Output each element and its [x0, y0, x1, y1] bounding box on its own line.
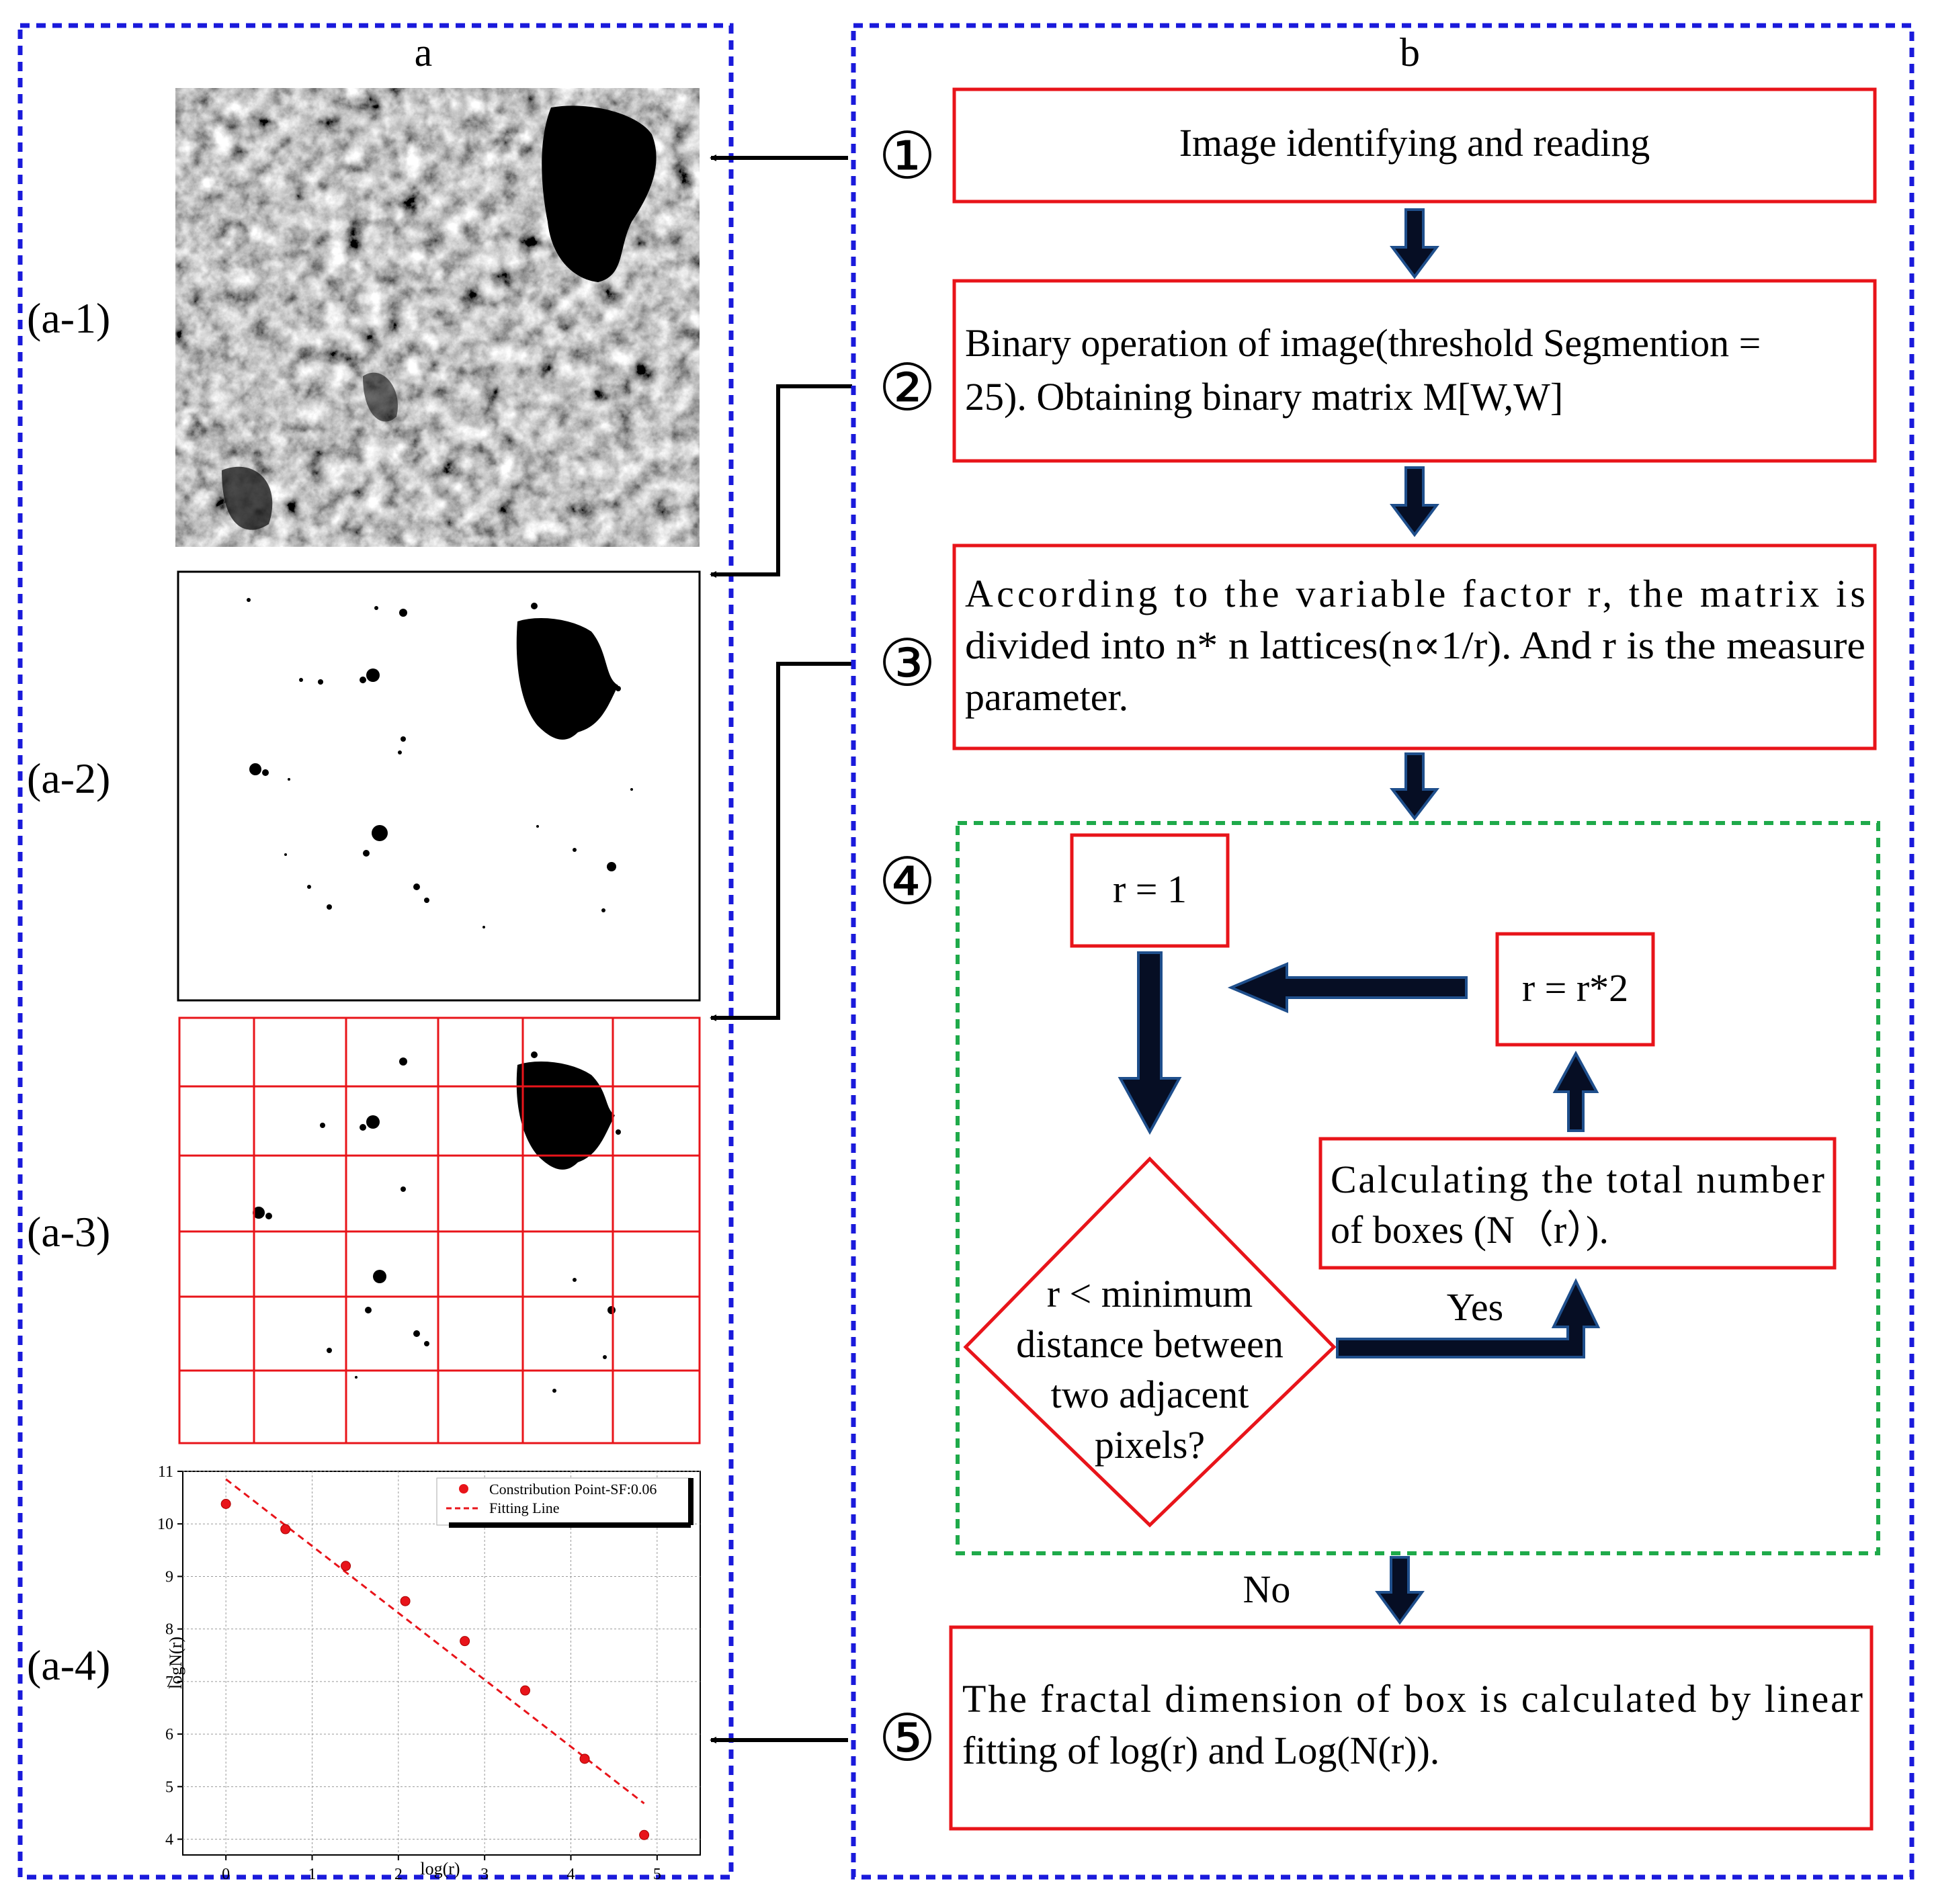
step-3-line-3: parameter. [965, 675, 1128, 719]
x-tick-label-0: 0 [222, 1866, 230, 1883]
arrow-step3-to-a3 [710, 662, 852, 1021]
count-line-2: of boxes (N（r）). [1331, 1208, 1609, 1252]
step-5-box [949, 1625, 1874, 1831]
row-label-a2: (a-2) [27, 754, 110, 802]
y-tick-label-2: 6 [165, 1726, 173, 1743]
step-number-4: ④ [878, 844, 936, 919]
decision-diamond [963, 1156, 1337, 1528]
legend-point-marker [459, 1484, 468, 1494]
count-line-1: Calculating the total number [1331, 1158, 1824, 1201]
step-2-line-2: 25). Obtaining binary matrix M[W,W] [965, 375, 1563, 419]
y-tick-label-7: 11 [158, 1463, 173, 1481]
legend-entry-line: Fitting Line [489, 1500, 560, 1516]
step-number-5: ⑤ [878, 1700, 936, 1776]
chart-y-label: logN(r) [166, 1637, 185, 1689]
step-5-line-1: The fractal dimension of box is calculat… [962, 1677, 1863, 1721]
update-text: r = r*2 [1522, 966, 1628, 1010]
decision-line-4: pixels? [1095, 1423, 1205, 1467]
arrow-down-3-4 [1389, 752, 1440, 821]
init-box [1070, 833, 1230, 948]
data-point-0 [220, 1498, 231, 1509]
count-box [1318, 1137, 1837, 1270]
no-label: No [1243, 1567, 1291, 1611]
update-box [1495, 932, 1655, 1047]
y-tick-label-5: 9 [165, 1568, 173, 1586]
arrow-up-count-update [1552, 1050, 1599, 1132]
arrow-down-2-3 [1390, 466, 1439, 537]
flow-arrows [1118, 208, 1601, 1625]
y-tick-label-4: 8 [165, 1621, 173, 1639]
yes-label: Yes [1447, 1285, 1503, 1329]
arrow-down-4-5 [1375, 1556, 1425, 1625]
decision-line-2: distance between [1016, 1322, 1284, 1366]
data-point-2 [341, 1561, 351, 1571]
data-point-1 [280, 1524, 291, 1534]
arrow-left-update-init [1227, 961, 1468, 1014]
decision-line-3: two adjacent [1051, 1373, 1249, 1416]
chart-y-ticks: 4 5 6 7 8 9 10 11 [157, 1463, 183, 1849]
step-number-3: ③ [878, 625, 936, 701]
step-1-box [952, 87, 1877, 204]
arrow-down-1-2 [1390, 208, 1439, 279]
step-2-line-1: Binary operation of image(threshold Segm… [965, 321, 1761, 365]
panel-a-label: a [415, 30, 433, 75]
step-1-text: Image identifying and reading [1179, 121, 1650, 165]
fitting-line [225, 1478, 645, 1805]
step-3-line-1: According to the variable factor r, the … [965, 572, 1865, 615]
chart-x-ticks: 0 1 2 3 4 5 [222, 1855, 661, 1883]
fractal-chart: 4 5 6 7 8 9 10 11 0 1 2 3 4 5 log(r) logN(r) Constri… [157, 1463, 701, 1883]
arrow-step2-to-a2 [710, 384, 852, 578]
y-tick-label-1: 5 [165, 1778, 173, 1796]
init-text: r = 1 [1113, 867, 1187, 911]
panel-b-label: b [1400, 30, 1420, 75]
chart-points [220, 1498, 650, 1840]
step-number-1: ① [878, 118, 936, 193]
link-arrows [710, 155, 852, 1743]
arrow-yes-to-count [1336, 1278, 1601, 1358]
step-3-box [952, 544, 1877, 750]
y-tick-label-0: 4 [165, 1831, 173, 1849]
x-tick-label-2: 2 [394, 1866, 403, 1883]
data-point-3 [400, 1596, 411, 1606]
row-label-a4: (a-4) [27, 1641, 110, 1689]
step-3-line-2: divided into n* n lattices(n∝1/r). And r… [965, 623, 1865, 667]
x-tick-label-3: 3 [480, 1866, 489, 1883]
step-4-loop-container [956, 821, 1880, 1555]
row-label-a1: (a-1) [27, 294, 110, 342]
chart-legend: Constribution Point-SF:0.06 Fitting Line [436, 1477, 693, 1528]
data-point-7 [639, 1829, 650, 1840]
chart-frame [182, 1471, 701, 1856]
panel-a-border [17, 23, 734, 1880]
lattice-image [178, 1016, 701, 1444]
arrow-down-init-decision [1118, 951, 1182, 1135]
data-point-6 [579, 1754, 590, 1764]
panel-b-border [851, 23, 1915, 1880]
y-tick-label-6: 10 [157, 1516, 173, 1533]
sem-micrograph [175, 88, 700, 547]
decision-line-1: r < minimum [1047, 1272, 1253, 1315]
step-number-2: ② [878, 350, 936, 425]
binary-image [177, 570, 701, 1002]
x-tick-label-1: 1 [308, 1866, 317, 1883]
step-2-box [952, 279, 1877, 463]
x-tick-label-4: 4 [567, 1866, 575, 1883]
y-tick-label-3: 7 [165, 1674, 173, 1691]
legend-entry-points: Constribution Point-SF:0.06 [489, 1481, 657, 1498]
row-label-a3: (a-3) [27, 1208, 110, 1256]
step-5-line-2: fitting of log(r) and Log(N(r)). [962, 1729, 1439, 1772]
x-tick-label-5: 5 [653, 1866, 661, 1883]
chart-x-label: log(r) [420, 1859, 460, 1878]
data-point-4 [460, 1636, 470, 1647]
data-point-5 [519, 1685, 530, 1696]
